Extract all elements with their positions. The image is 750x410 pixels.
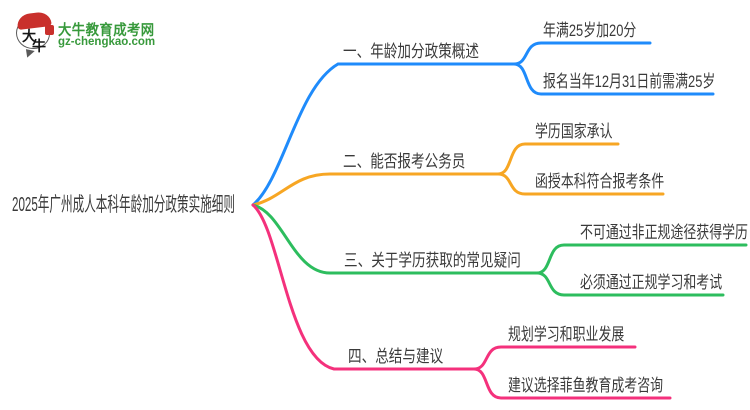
branch-4-topic[interactable]: 四、总结与建议 bbox=[348, 347, 444, 366]
branch-2-connector bbox=[251, 142, 665, 207]
branch-3-child-2-line bbox=[535, 271, 725, 297]
branch-4-child-2-topic[interactable]: 建议选择菲鱼教育成考咨询 bbox=[508, 376, 664, 395]
branch-1-child-1-line bbox=[512, 41, 652, 66]
branch-3-stem-line bbox=[251, 203, 539, 275]
branch-1-stem-line bbox=[251, 62, 516, 207]
logo-bubble-tail bbox=[24, 49, 35, 59]
branch-4-stem-line bbox=[251, 203, 476, 371]
branch-2-child-2-topic[interactable]: 函授本科符合报考条件 bbox=[535, 172, 665, 191]
branch-1-topic[interactable]: 一、年龄加分政策概述 bbox=[343, 42, 479, 61]
branch-3-child-1-line bbox=[535, 243, 748, 275]
logo-char-niu: 牛 bbox=[32, 38, 46, 54]
branch-2-child-1-topic[interactable]: 学历国家承认 bbox=[535, 122, 613, 141]
branch-4-child-1-line bbox=[472, 345, 637, 371]
logo-char-da: 大 bbox=[22, 28, 36, 44]
site-name: 大牛教育成考网 bbox=[58, 23, 155, 39]
logo-bubble-icon: 大 牛 bbox=[16, 10, 54, 59]
branch-3-topic[interactable]: 三、关于学历获取的常见疑问 bbox=[344, 251, 521, 270]
site-logo: 大 牛 大牛教育成考网 gz-chengkao.com bbox=[0, 0, 230, 60]
site-url: gz-chengkao.com bbox=[58, 36, 156, 48]
branch-4-child-1-topic[interactable]: 规划学习和职业发展 bbox=[508, 325, 625, 344]
branch-3-child-2-topic[interactable]: 必须通过正规学习和考试 bbox=[580, 273, 723, 292]
root-topic[interactable]: 2025年广州成人本科年龄加分政策实施细则 bbox=[12, 194, 236, 216]
branch-2-stem-line bbox=[251, 172, 500, 207]
branch-4-child-2-line bbox=[472, 367, 672, 400]
branch-1-child-2-line bbox=[512, 62, 715, 96]
logo-seal-icon bbox=[45, 25, 54, 35]
branch-1-connector bbox=[251, 41, 715, 207]
branch-1-child-2-topic[interactable]: 报名当年12月31日前需满25岁 bbox=[543, 72, 716, 91]
branch-2-child-2-line bbox=[496, 172, 665, 196]
branch-1-child-1-topic[interactable]: 年满25岁加20分 bbox=[543, 21, 637, 40]
branch-2-topic[interactable]: 二、能否报考公务员 bbox=[343, 152, 466, 171]
branch-4-connector bbox=[251, 203, 672, 400]
branch-3-connector bbox=[251, 203, 748, 297]
branch-3-child-1-topic[interactable]: 不可通过非正规途径获得学历 bbox=[580, 223, 748, 242]
branch-2-child-1-line bbox=[496, 142, 620, 176]
